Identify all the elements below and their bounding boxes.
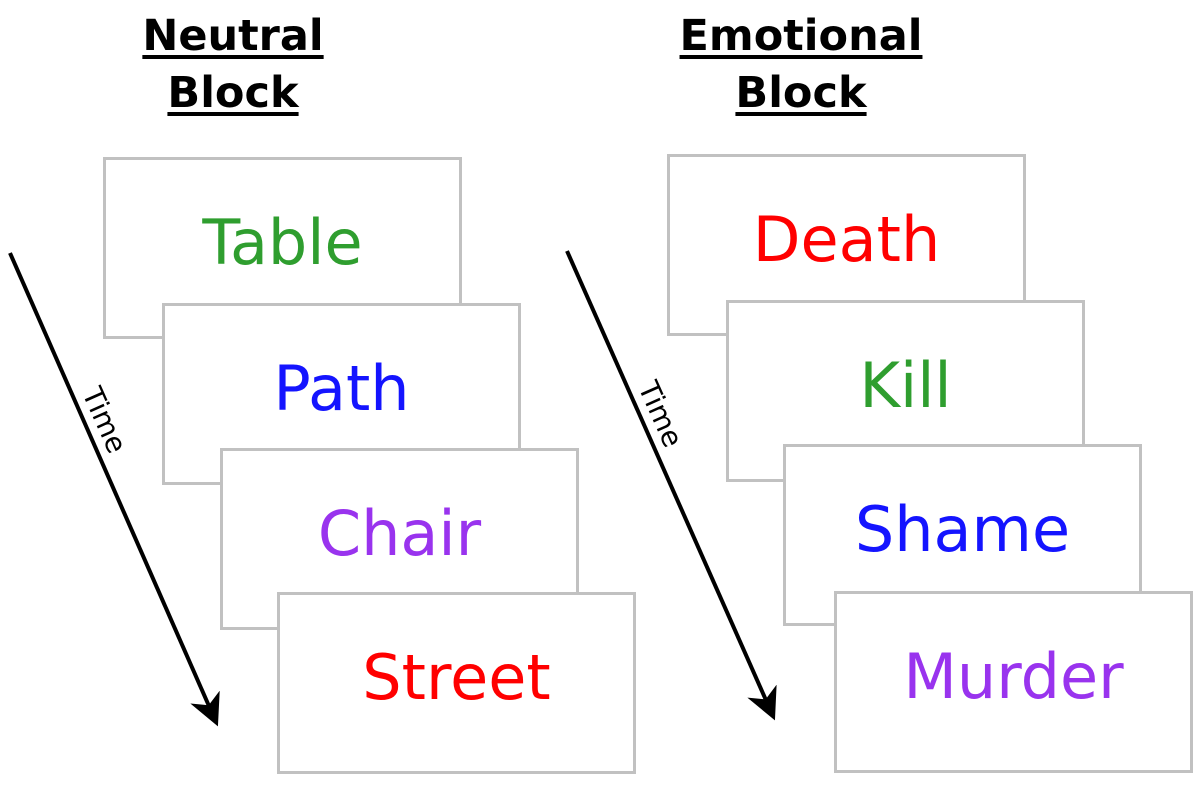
emotional-block-title: Emotional Block (679, 11, 923, 118)
stimulus-word-kill: Kill (859, 349, 952, 422)
neutral-time-label: Time (75, 381, 135, 459)
stimulus-card-emotional-4: Murder (834, 591, 1193, 773)
stimulus-card-neutral-4: Street (277, 592, 636, 774)
stimulus-word-street: Street (362, 641, 551, 714)
stimulus-word-table: Table (202, 206, 363, 279)
stimulus-word-chair: Chair (317, 497, 482, 570)
neutral-block-title: Neutral Block (142, 11, 324, 118)
stimulus-word-murder: Murder (903, 640, 1124, 713)
stimulus-word-path: Path (273, 352, 410, 425)
emotional-time-label: Time (631, 375, 691, 453)
stimulus-word-shame: Shame (854, 493, 1071, 566)
stimulus-word-death: Death (752, 203, 941, 276)
